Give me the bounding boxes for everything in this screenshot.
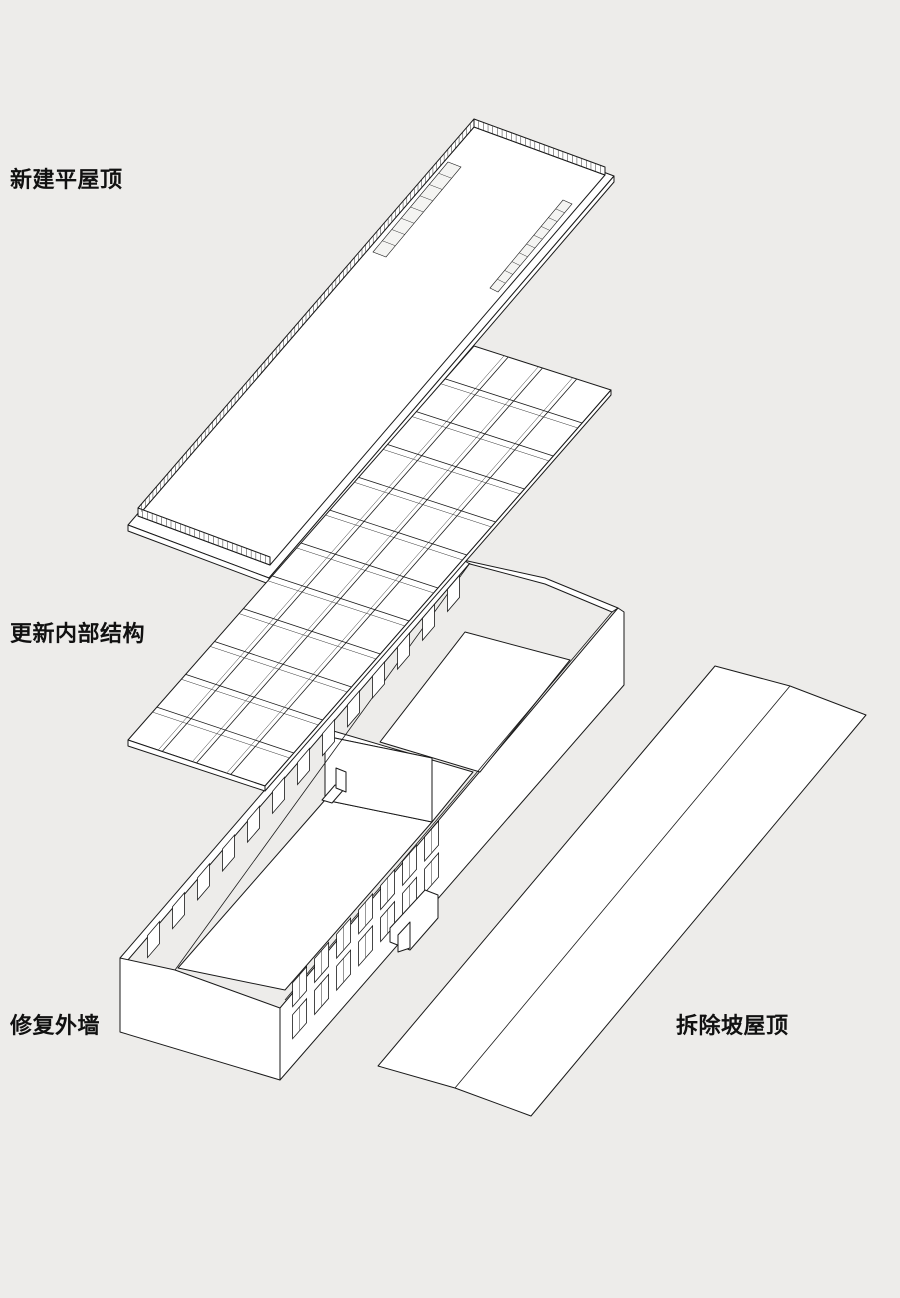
- label-repair-walls: 修复外墙: [10, 1014, 101, 1039]
- window: [447, 574, 460, 613]
- removed-pitched-roof-layer: [377, 665, 867, 1117]
- girder-edge: [157, 355, 505, 751]
- window: [347, 689, 360, 728]
- label-update-structure: 更新内部结构: [10, 622, 146, 647]
- skylight-mullion: [410, 206, 424, 213]
- skylight-mullion: [382, 240, 396, 246]
- beam-edge: [411, 416, 550, 462]
- window: [322, 718, 335, 757]
- window: [297, 747, 310, 786]
- label-remove-pitched-roof: 拆除坡屋顶: [676, 1014, 789, 1039]
- beam-edge: [383, 449, 521, 495]
- window: [197, 862, 210, 901]
- repaired-walls-layer: [119, 559, 625, 1081]
- skylight-mullion: [533, 234, 543, 240]
- girder-edge: [192, 366, 539, 762]
- skylight-row-1: [372, 161, 462, 258]
- window: [222, 833, 235, 873]
- skylight-mullion: [497, 278, 506, 284]
- beam-edge: [181, 679, 319, 726]
- skylight-mullion: [540, 226, 550, 231]
- skylight-mullion: [438, 173, 452, 179]
- beam-edge: [354, 482, 492, 528]
- beam-edge: [210, 646, 348, 693]
- skylight-mullion: [519, 252, 528, 258]
- beam-edge: [325, 514, 463, 561]
- internal-structure-layer: [127, 345, 612, 792]
- girder: [161, 356, 509, 752]
- window: [372, 660, 385, 700]
- girder: [196, 367, 543, 764]
- skylight-row-2: [489, 199, 573, 293]
- skylight-mullion: [548, 217, 558, 222]
- skylight-mullion: [419, 195, 433, 201]
- beam-edge: [152, 711, 290, 759]
- window: [247, 805, 260, 844]
- skylight-mullion: [504, 270, 513, 275]
- label-new-flat-roof: 新建平屋顶: [10, 168, 123, 193]
- skylight-mullion: [555, 208, 565, 214]
- window: [422, 603, 435, 642]
- window: [172, 891, 185, 930]
- beam-edge: [238, 613, 377, 660]
- beam-edge: [296, 547, 434, 594]
- window: [397, 632, 410, 671]
- skylight-mullion: [401, 218, 415, 224]
- girder: [230, 378, 578, 775]
- beam-edge: [267, 580, 405, 627]
- window: [272, 776, 285, 815]
- window: [147, 920, 160, 959]
- skylight-mullion: [429, 184, 443, 190]
- skylight-mullion: [511, 261, 521, 266]
- girder-edge: [226, 377, 573, 774]
- beam-edge: [440, 383, 578, 429]
- skylight-mullion: [391, 229, 405, 235]
- new-flat-roof-layer: [127, 118, 615, 585]
- skylight-mullion: [526, 243, 536, 249]
